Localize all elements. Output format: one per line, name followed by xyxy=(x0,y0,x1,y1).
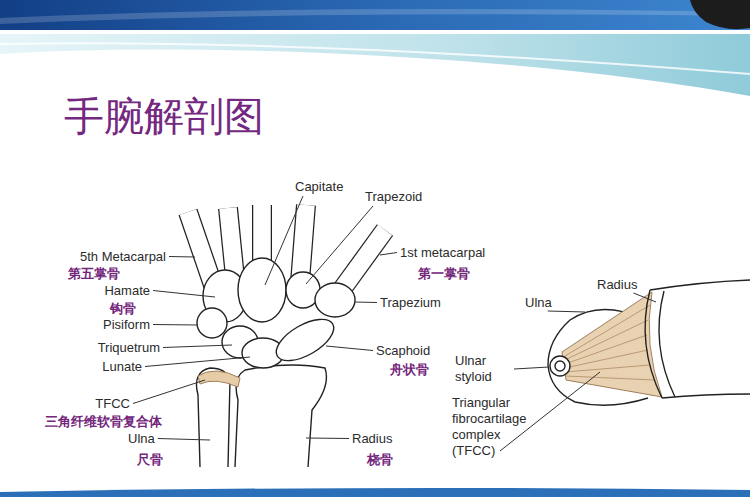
tfcc-pad xyxy=(198,371,240,387)
tfcc-detail xyxy=(548,280,750,405)
leader-line xyxy=(354,302,377,304)
scaphoid-bone xyxy=(270,311,340,369)
ulnar-styloid xyxy=(550,356,570,376)
metacarpal-fill xyxy=(300,205,306,282)
leader-line xyxy=(133,380,205,404)
bone-label: Trapezoid xyxy=(365,189,422,204)
bone-label: Radius xyxy=(597,277,637,292)
tfcc-fibres xyxy=(565,305,654,380)
radius-bone xyxy=(235,365,326,467)
metacarpal-fill xyxy=(228,208,235,278)
radius-edge xyxy=(659,291,675,397)
leader-line xyxy=(326,346,373,351)
leader-line xyxy=(153,324,198,326)
leader-line xyxy=(153,291,215,298)
leader-line xyxy=(306,206,373,284)
pisiform-bone xyxy=(197,308,227,338)
bone-label-cn: 三角纤维软骨复合体 xyxy=(45,414,162,429)
bone-label-cn: 第一掌骨 xyxy=(418,266,470,281)
leader-line xyxy=(158,439,210,441)
leader-line xyxy=(514,367,549,369)
bone-label: Hamate xyxy=(104,283,150,298)
metacarpal-fill xyxy=(188,212,213,285)
bone-label-cn: 第五掌骨 xyxy=(68,266,120,281)
bone-label: Ulna xyxy=(525,295,552,310)
leader-line xyxy=(265,196,303,285)
bone-label: Scaphoid xyxy=(376,343,430,358)
bone-label: Lunate xyxy=(102,359,142,374)
fibre xyxy=(565,350,648,368)
fibre xyxy=(565,320,648,360)
bone-label: 1st metacarpal xyxy=(400,245,485,260)
ulnar-styloid-tip xyxy=(555,361,565,371)
leader-lines xyxy=(133,196,656,451)
leader-line xyxy=(548,311,585,312)
metacarpal-outline xyxy=(340,230,385,292)
wave-band xyxy=(0,34,750,96)
bone-label: Ulnar styloid xyxy=(455,353,511,385)
leader-line xyxy=(633,293,656,302)
bottom-bar xyxy=(0,488,750,497)
carpal-bones xyxy=(197,258,355,369)
bone-label: TFCC xyxy=(95,396,130,411)
top-bar xyxy=(0,0,750,30)
bar-streak xyxy=(0,9,750,24)
metacarpal-outline xyxy=(188,212,213,285)
wave-line xyxy=(0,43,750,74)
forearm-bones xyxy=(197,365,327,467)
bone-label-cn: 桡骨 xyxy=(367,452,393,467)
bone-label: Ulna xyxy=(128,431,155,446)
bone-label-cn: 尺骨 xyxy=(137,452,163,467)
bone-label: Radius xyxy=(352,431,392,446)
bone-label-cn: 舟状骨 xyxy=(390,362,429,377)
metacarpal-outline xyxy=(300,205,306,282)
metacarpal-outline xyxy=(228,208,235,278)
leader-line xyxy=(380,253,397,256)
bone-label: 5th Metacarpal xyxy=(80,249,166,264)
fibre xyxy=(565,365,650,372)
corner-photo xyxy=(690,0,750,29)
leader-line xyxy=(306,438,349,440)
radius-edge xyxy=(650,280,750,290)
capitate-bone xyxy=(238,258,286,322)
slide-title: 手腕解剖图 xyxy=(64,92,264,140)
leader-line xyxy=(169,256,195,258)
bone-label: Trapezium xyxy=(380,295,441,310)
bone-label: Triangular fibrocartilage complex (TFCC) xyxy=(452,395,540,459)
trapezium-bone xyxy=(315,283,355,317)
bone-label: Pisiform xyxy=(103,317,150,332)
fibre xyxy=(566,376,654,380)
leader-line xyxy=(163,345,232,348)
bone-label-cn: 钩骨 xyxy=(110,301,136,316)
fibre xyxy=(565,305,650,356)
bone-label: Capitate xyxy=(295,179,343,194)
leader-line xyxy=(145,357,250,367)
metacarpal-fill xyxy=(340,230,385,292)
bone-label: Triquetrum xyxy=(98,340,160,355)
fibre xyxy=(565,335,647,364)
